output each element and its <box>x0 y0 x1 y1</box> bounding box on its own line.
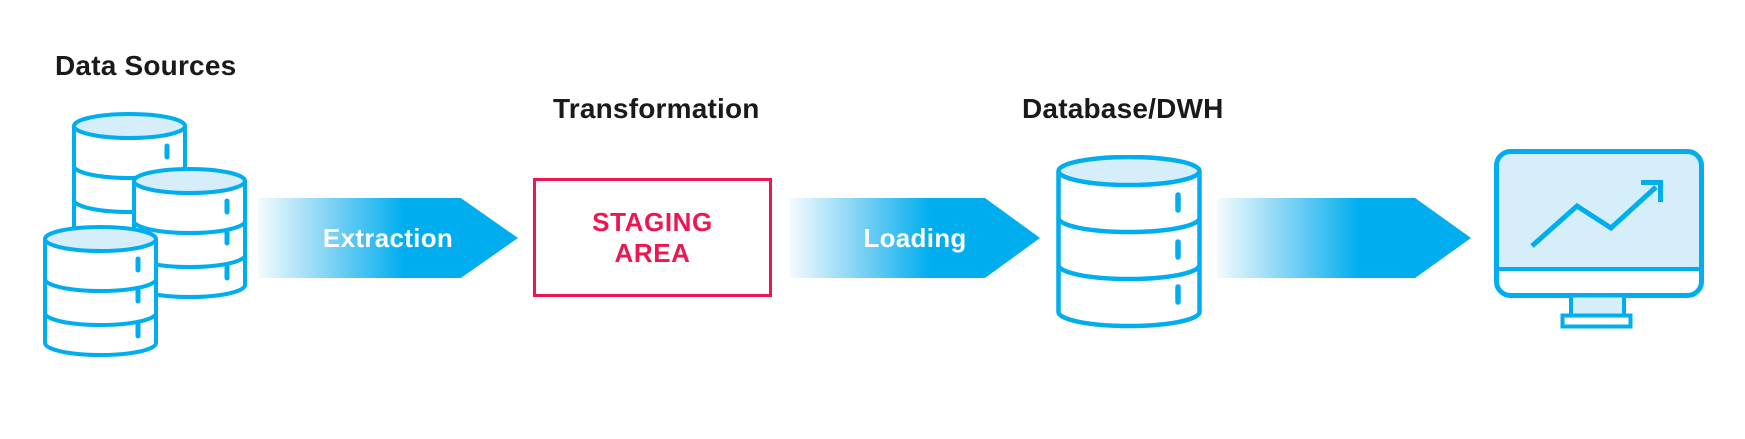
monitor-chart-icon <box>1494 149 1704 329</box>
staging-area-label: STAGING AREA <box>592 207 713 269</box>
database-icon <box>72 112 187 244</box>
database-icon <box>1056 155 1202 329</box>
monitor-chart-icon <box>1494 149 1704 329</box>
database-icon <box>1054 155 1204 329</box>
output-arrow <box>1217 198 1471 278</box>
loading-arrow: Loading <box>790 198 1040 278</box>
loading-arrow-label: Loading <box>863 222 967 253</box>
staging-area-line1: STAGING <box>592 206 713 237</box>
data-sources-label: Data Sources <box>55 50 237 81</box>
database-icon <box>132 167 247 299</box>
staging-area-line2: AREA <box>614 237 691 268</box>
staging-area-box: STAGING AREA <box>533 178 772 297</box>
transformation-label: Transformation <box>553 93 760 124</box>
extraction-arrow: Extraction <box>258 198 518 278</box>
extraction-arrow-label: Extraction <box>322 222 454 253</box>
database-icon <box>43 225 158 357</box>
database-dwh-label: Database/DWH <box>1022 93 1224 124</box>
